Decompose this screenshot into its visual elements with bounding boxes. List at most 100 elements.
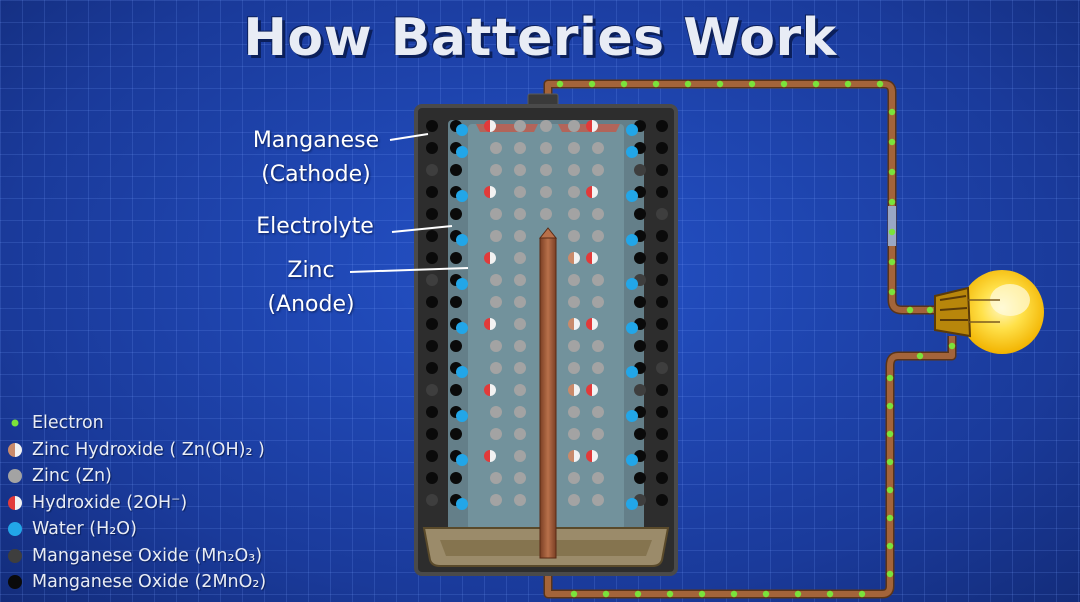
manganese-oxide-mn2o3-particle [426,274,438,286]
zinc-particle [490,362,502,374]
zinc-particle [568,296,580,308]
legend-label: Electron [32,413,104,434]
manganese-oxide-2mno2-particle [656,384,668,396]
electrolyte-label: Electrolyte [256,214,374,239]
zinc-hydroxide-particle [568,450,580,462]
water-particle [456,190,468,202]
zinc-particle [568,362,580,374]
zinc-particle [540,186,552,198]
manganese-oxide-2mno2-particle [656,296,668,308]
legend-item-hydroxide: Hydroxide (2OH⁻) [6,490,266,517]
legend-label: Manganese Oxide (2MnO₂) [32,572,267,593]
legend-label: Zinc Hydroxide ( Zn(OH)₂ ) [32,439,265,460]
water-particle [626,410,638,422]
electron-particle [556,80,564,88]
battery [414,93,678,576]
manganese-oxide-2mno2-particle [656,230,668,242]
manganese-oxide-mn2o3-particle [426,384,438,396]
zinc-particle [592,274,604,286]
electron-particle [858,590,866,598]
battery-particles [426,120,668,510]
water-particle [626,190,638,202]
water-particle [456,234,468,246]
manganese-oxide-mn2o3-icon [8,548,22,563]
zinc-particle [514,230,526,242]
zinc-particle [568,428,580,440]
manganese-oxide-2mno2-particle [426,472,438,484]
zinc-particle [514,318,526,330]
water-particle [456,322,468,334]
zinc-particle [540,208,552,220]
manganese-oxide-2mno2-particle [634,208,646,220]
zinc-particle [514,428,526,440]
electron-particle [826,590,834,598]
zinc-particle [514,384,526,396]
manganese-oxide-2mno2-particle [450,164,462,176]
electron-particle [906,306,914,314]
manganese-oxide-2mno2-particle [634,340,646,352]
zinc-particle [592,472,604,484]
zinc-particle [540,142,552,154]
zinc-particle [540,164,552,176]
electron-particle [730,590,738,598]
manganese-oxide-2mno2-particle [426,120,438,132]
manganese-oxide-2mno2-particle [656,450,668,462]
electrolyte-pointer [391,225,453,233]
manganese-oxide-2mno2-particle [426,450,438,462]
electron-particle [886,374,894,382]
zinc-particle [540,120,552,132]
zinc-hydroxide-particle [568,252,580,264]
zinc-hydroxide-particle [568,384,580,396]
water-particle [626,234,638,246]
manganese-oxide-2mno2-particle [450,472,462,484]
manganese-oxide-2mno2-particle [450,208,462,220]
manganese-oxide-2mno2-particle [656,406,668,418]
cathode-pointer [389,133,429,141]
manganese-oxide-2mno2-particle [426,252,438,264]
electron-particle [888,228,896,236]
manganese-oxide-2mno2-particle [656,428,668,440]
electron-particle [886,486,894,494]
manganese-oxide-mn2o3-particle [656,362,668,374]
manganese-oxide-2mno2-particle [656,252,668,264]
hydroxide-particle [586,252,598,264]
zinc-particle [490,164,502,176]
manganese-oxide-mn2o3-particle [656,208,668,220]
electron-particle [588,80,596,88]
electron-particle [888,168,896,176]
water-icon [8,522,22,537]
manganese-oxide-2mno2-particle [450,252,462,264]
electron-particle [634,590,642,598]
electron-particle [570,590,578,598]
wire-segment-light [888,206,896,246]
manganese-oxide-2mno2-particle [450,340,462,352]
water-particle [626,146,638,158]
manganese-oxide-2mno2-particle [656,186,668,198]
electron-particle [666,590,674,598]
electron-particle [926,306,934,314]
zinc-particle [592,142,604,154]
water-particle [456,410,468,422]
manganese-oxide-2mno2-particle [426,428,438,440]
water-particle [626,454,638,466]
electron-particle [916,352,924,360]
manganese-oxide-2mno2-particle [426,186,438,198]
manganese-oxide-2mno2-particle [426,406,438,418]
electron-particle [888,288,896,296]
manganese-oxide-mn2o3-particle [634,164,646,176]
manganese-oxide-2mno2-particle [450,384,462,396]
hydroxide-particle [484,186,496,198]
electron-particle [886,402,894,410]
zinc-particle [514,252,526,264]
zinc-particle [568,120,580,132]
electron-particle [886,430,894,438]
zinc-particle [568,142,580,154]
zinc-particle [568,340,580,352]
legend-item-electron: Electron [6,410,266,437]
zinc-particle [490,208,502,220]
manganese-oxide-mn2o3-particle [634,384,646,396]
manganese-oxide-2mno2-particle [426,230,438,242]
electron-particle [888,198,896,206]
electron-particle [886,570,894,578]
